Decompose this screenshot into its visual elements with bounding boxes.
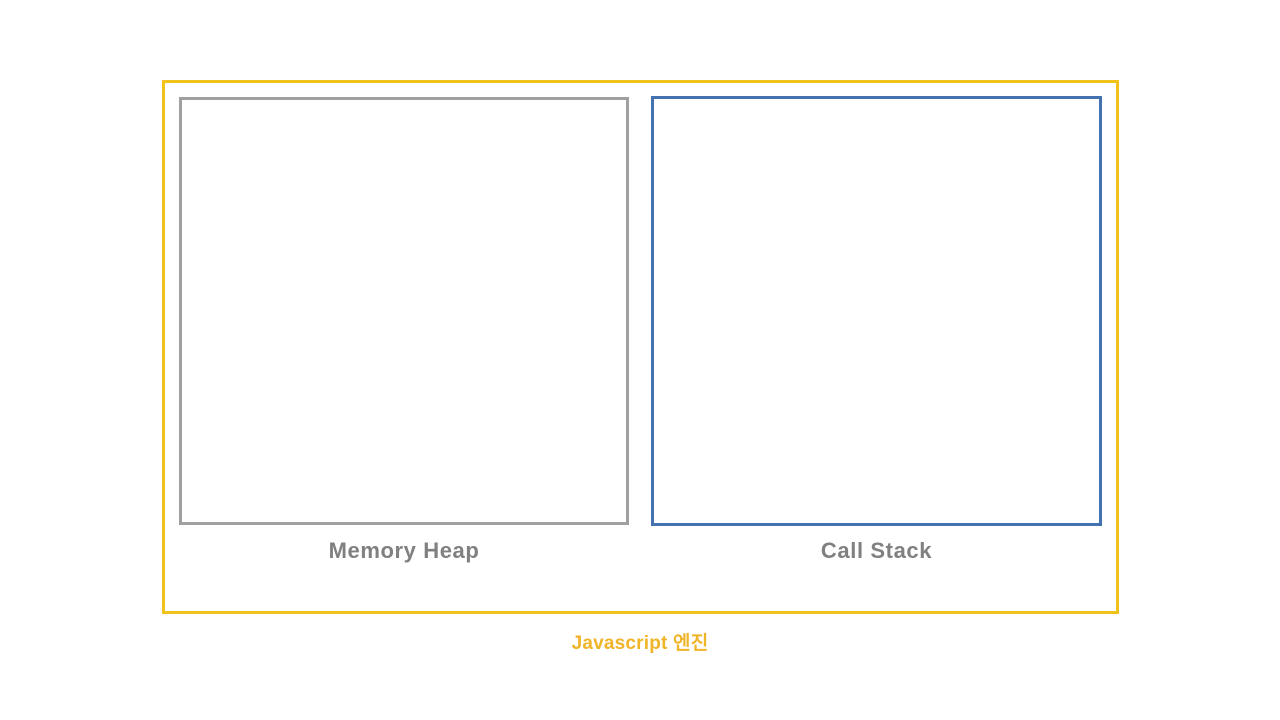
- memory-heap-label: Memory Heap: [328, 538, 480, 563]
- call-stack-block-contents: [654, 99, 1099, 523]
- javascript-engine-title: Javascript 엔진: [571, 633, 709, 654]
- call-stack-block: [651, 96, 1102, 526]
- engine-blocks-row: Memory Heap Call Stack: [165, 83, 1116, 611]
- call-stack-label: Call Stack: [820, 538, 933, 563]
- memory-heap-block: [179, 97, 629, 525]
- memory-heap-block-contents: [182, 100, 626, 522]
- javascript-engine-container: Memory Heap Call Stack: [162, 80, 1119, 614]
